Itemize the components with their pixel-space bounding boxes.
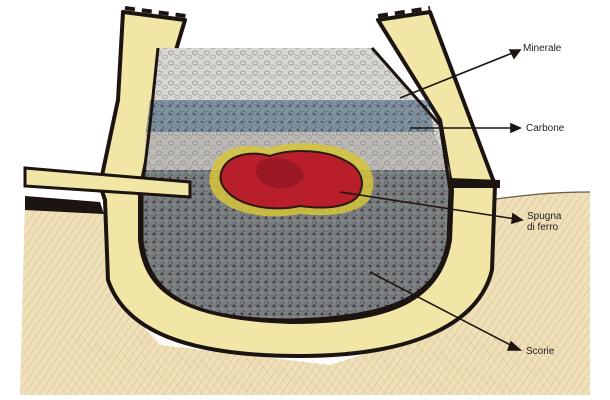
label-minerale: Minerale	[523, 43, 561, 54]
label-carbone: Carbone	[526, 123, 564, 134]
label-scorie: Scorie	[526, 346, 554, 357]
label-spugna-line2: di ferro	[527, 222, 561, 233]
label-spugna-di-ferro: Spugna di ferro	[527, 211, 561, 233]
label-spugna-line1: Spugna	[527, 211, 561, 222]
iron-sponge	[209, 143, 373, 216]
